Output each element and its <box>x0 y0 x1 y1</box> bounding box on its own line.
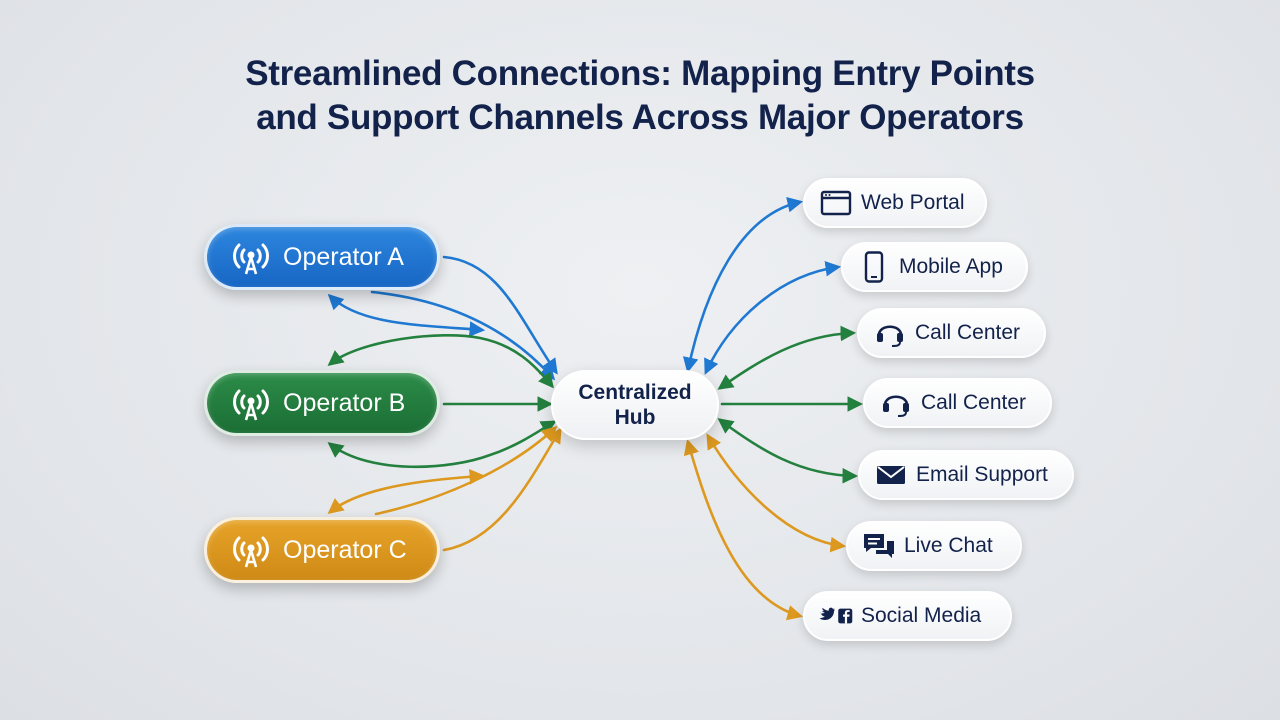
channel-call-center-2[interactable]: Call Center <box>863 378 1052 428</box>
link-operator-c-hub-3 <box>327 469 486 514</box>
link-operator-a-hub-3 <box>327 293 486 337</box>
envelope-icon <box>874 460 908 490</box>
antenna-icon <box>229 530 273 570</box>
operator-c-node[interactable]: Operator C <box>204 517 440 583</box>
antenna-icon <box>229 383 273 423</box>
link-operator-c-hub-1 <box>442 427 562 552</box>
operator-b-node[interactable]: Operator B <box>204 370 440 436</box>
channel-label: Call Center <box>921 391 1027 414</box>
twitter-facebook-icon <box>819 601 853 631</box>
chat-bubbles-icon <box>862 531 896 561</box>
channel-label: Call Center <box>915 321 1021 344</box>
channel-email-support[interactable]: Email Support <box>858 450 1074 500</box>
link-hub-email-support <box>717 418 859 484</box>
hub-label-line-2: Hub <box>614 406 656 429</box>
link-hub-mobile-app <box>704 260 842 375</box>
diagram-title: Streamlined Connections: Mapping Entry P… <box>140 52 1140 140</box>
smartphone-icon <box>857 251 891 283</box>
channel-social-media[interactable]: Social Media <box>803 591 1012 641</box>
operator-a-label: Operator A <box>283 242 404 271</box>
link-hub-social-media <box>683 438 804 621</box>
channel-web-portal[interactable]: Web Portal <box>803 178 987 228</box>
browser-window-icon <box>819 188 853 218</box>
headset-icon <box>879 388 913 418</box>
centralized-hub-node[interactable]: Centralized Hub <box>551 370 719 440</box>
link-operator-b-hub-3 <box>327 420 557 469</box>
hub-label-line-1: Centralized <box>578 381 692 404</box>
operator-a-node[interactable]: Operator A <box>204 224 440 290</box>
operator-c-label: Operator C <box>283 535 407 564</box>
operator-b-label: Operator B <box>283 388 406 417</box>
link-operator-c-hub-2 <box>374 425 558 516</box>
channel-live-chat[interactable]: Live Chat <box>846 521 1022 571</box>
channel-label: Social Media <box>861 604 982 627</box>
link-hub-web-portal <box>682 197 804 374</box>
channel-call-center-1[interactable]: Call Center <box>857 308 1046 358</box>
link-hub-call-center-1 <box>717 325 857 390</box>
link-operator-b-hub-2 <box>327 333 554 389</box>
title-line-2: and Support Channels Across Major Operat… <box>256 98 1024 137</box>
channel-mobile-app[interactable]: Mobile App <box>841 242 1028 292</box>
link-hub-live-chat <box>706 433 847 553</box>
channel-label: Live Chat <box>904 534 993 557</box>
headset-icon <box>873 318 907 348</box>
antenna-icon <box>229 237 273 277</box>
channel-label: Email Support <box>916 463 1048 486</box>
title-line-1: Streamlined Connections: Mapping Entry P… <box>245 54 1035 93</box>
channel-label: Web Portal <box>861 191 965 214</box>
channel-label: Mobile App <box>899 255 1003 278</box>
